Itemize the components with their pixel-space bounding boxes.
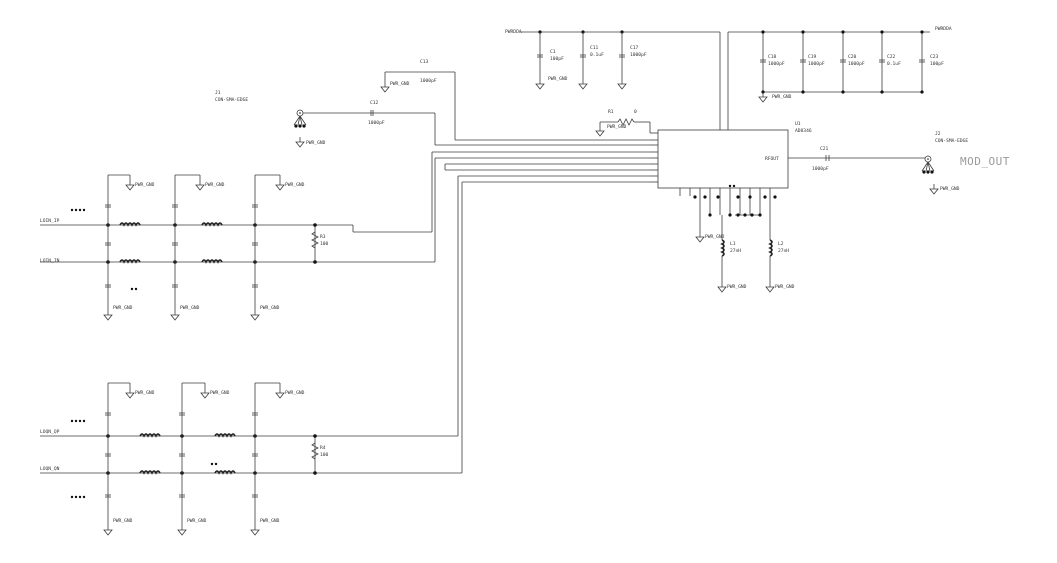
c22-ref: C22 xyxy=(887,54,896,60)
c17-ref: C17 xyxy=(630,45,639,51)
gnd-label: PWR_GND xyxy=(187,518,207,524)
c21-val: 1000pF xyxy=(812,166,829,172)
c20-ref: C20 xyxy=(848,54,857,60)
gnd-label: PWR_GND xyxy=(940,186,960,192)
c20-val: 1000pF xyxy=(848,61,865,67)
input-bot-ip: LOQN_QP xyxy=(40,429,60,435)
l2-ref: L2 xyxy=(778,241,784,247)
gnd-label: PWR_GND xyxy=(306,140,326,146)
gnd-label: PWR_GND xyxy=(205,182,225,188)
filter-i: LOIN_IP LOIN_IN R3 100 xyxy=(40,151,650,321)
c1-ref: C1 xyxy=(550,49,556,55)
top-cap-c13: C13 1000pF xyxy=(380,59,650,141)
rs1-val: 100 xyxy=(320,241,329,247)
u1-rfout-pin: RFOUT xyxy=(765,156,779,162)
c13-val: 1000pF xyxy=(420,78,437,84)
c18-ref: C18 xyxy=(768,54,777,60)
u1-ref: U1 xyxy=(795,121,801,127)
net-label-vdd-left: PWRDDA xyxy=(505,29,522,35)
r1-val: 0 xyxy=(634,109,637,115)
mod-out-label: MOD_OUT xyxy=(960,155,1010,168)
c11-ref: C11 xyxy=(590,45,599,51)
gnd-label: PWR_GND xyxy=(135,390,155,396)
c11-val: 0.1uF xyxy=(590,52,604,58)
c22-val: 0.1uF xyxy=(887,61,901,67)
c21-ref: C21 xyxy=(820,146,829,152)
gnd-label: PWR_GND xyxy=(180,305,200,311)
gnd-label: PWR_GND xyxy=(607,124,627,130)
rs1-ref: R3 xyxy=(320,234,326,240)
c12-val: 1000pF xyxy=(368,120,385,126)
gnd-label: PWR_GND xyxy=(113,518,133,524)
rs2-ref: R4 xyxy=(320,445,326,451)
connector-j1: J1 CON-SMA-EDGE C12 1000pF xyxy=(215,90,650,148)
l1-val: 27nH xyxy=(730,248,741,254)
gnd-label: PWR_GND xyxy=(113,305,133,311)
l2-val: 27nH xyxy=(778,248,789,254)
gnd-label: PWR_GND xyxy=(285,390,305,396)
power-rail-right: PWRDDA C18 1000pF C19 1000pF C20 1000pF … xyxy=(727,26,952,125)
gnd-label: PWR_GND xyxy=(210,390,230,396)
input-top-ip: LOIN_IP xyxy=(40,218,60,224)
input-bot-in: LOQN_QN xyxy=(40,466,60,472)
output-section: C21 1000pF J2 CON-SMA-EDGE MOD_OUT xyxy=(788,131,1010,195)
input-top-in: LOIN_IN xyxy=(40,258,60,264)
gnd-label: PWR_GND xyxy=(727,284,747,290)
power-rail-left: PWRDDA C1 100pF C11 0.1uF C17 1000pF xyxy=(505,29,721,125)
gnd-label: PWR_GND xyxy=(548,76,568,82)
j2-ref: J2 xyxy=(935,131,941,137)
filter-q: LOQN_QP LOQN_QN R4 100 xyxy=(40,163,650,536)
gnd-label: PWR_GND xyxy=(285,182,305,188)
gnd-label-right: PWR_GND xyxy=(772,94,792,100)
c13-ref: C13 xyxy=(420,59,429,65)
gnd-label: PWR_GND xyxy=(775,284,795,290)
net-label-vdd-right: PWRDDA xyxy=(935,26,952,32)
c23-val: 100pF xyxy=(930,61,944,67)
r1-ref: R1 xyxy=(608,109,614,115)
ground-labels: PWR_GND PWR_GND PWR_GND PWR_GND PWR_GND … xyxy=(113,76,960,524)
gnd-label: PWR_GND xyxy=(260,305,280,311)
gnd-label: PWR_GND xyxy=(260,518,280,524)
u1-part: AD8346 xyxy=(795,128,812,134)
c19-ref: C19 xyxy=(808,54,817,60)
gnd-label: PWR_GND xyxy=(705,234,725,240)
j1-part: CON-SMA-EDGE xyxy=(215,97,248,103)
c12-ref: C12 xyxy=(370,100,379,106)
resistor-r1: R1 0 xyxy=(595,109,651,137)
j2-part: CON-SMA-EDGE xyxy=(935,138,968,144)
c1-val: 100pF xyxy=(550,56,564,62)
j1-ref: J1 xyxy=(215,90,221,96)
c19-val: 1000pF xyxy=(808,61,825,67)
gnd-label: PWR_GND xyxy=(135,182,155,188)
ic-u1: U1 AD8346 RFOUT xyxy=(650,121,812,293)
c17-val: 1000pF xyxy=(630,52,647,58)
rs2-val: 100 xyxy=(320,452,329,458)
c23-ref: C23 xyxy=(930,54,939,60)
gnd-label: PWR_GND xyxy=(390,81,410,87)
c18-val: 1000pF xyxy=(768,61,785,67)
l1-ref: L1 xyxy=(730,241,736,247)
